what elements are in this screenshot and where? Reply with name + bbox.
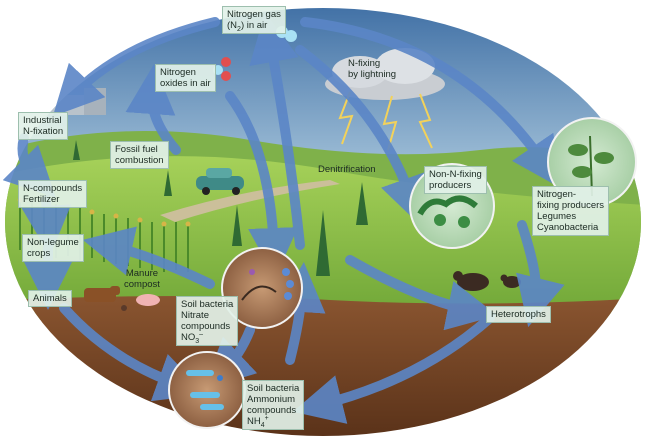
label-soil-bacteria-nitrate: Soil bacteria Nitrate compounds NO3–	[176, 296, 239, 346]
label-n-fixing-lightning: N-fixing by lightning	[348, 58, 396, 80]
label-non-legume-line1: Non-legume	[27, 237, 79, 248]
label-industrial-line2: N-fixation	[23, 126, 64, 137]
label-non-n-fixing-line1: Non-N-fixing	[429, 169, 482, 180]
label-nitrogen-gas: Nitrogen gas (N2) in air	[222, 6, 286, 34]
label-n-fixing-producers-line3: Legumes	[537, 211, 577, 222]
label-fossil-fuel-combustion: Fossil fuel combustion	[110, 141, 169, 169]
soil	[5, 296, 641, 436]
label-lightning-line1: N-fixing	[348, 58, 381, 69]
label-heterotrophs-text: Heterotrophs	[491, 309, 546, 320]
label-ammonium-formula-pre: NH	[247, 416, 261, 427]
label-ammonium-line1: Soil bacteria	[247, 383, 300, 394]
label-non-legume-line2: crops	[27, 248, 51, 259]
label-ammonium-line3: compounds	[247, 405, 297, 416]
label-ammonium-line4: NH4+	[247, 414, 299, 429]
farm-animals-icon	[84, 286, 160, 311]
label-nitrate-line2: Nitrate	[181, 310, 209, 321]
label-non-n-fixing-producers: Non-N-fixing producers	[424, 166, 487, 194]
label-n-compounds-line1: N-compounds	[23, 183, 83, 194]
label-n-fixing-producers-line1: Nitrogen-	[537, 189, 577, 200]
label-nitrogen-oxides-line1: Nitrogen	[160, 67, 196, 78]
label-animals: Animals	[28, 290, 72, 307]
label-non-legume-crops: Non-legume crops	[22, 234, 84, 262]
label-ammonium-formula-sup: +	[264, 414, 269, 422]
label-nitrate-formula-sub: 3	[195, 337, 200, 345]
soil-bacteria-nitrate-inset	[221, 247, 303, 329]
label-lightning-line2: by lightning	[348, 69, 397, 80]
label-nitrogen-oxides-line2: oxides in air	[160, 78, 211, 89]
label-denitrification: Denitrification	[318, 164, 376, 175]
label-soil-bacteria-ammonium: Soil bacteria Ammonium compounds NH4+	[242, 380, 305, 430]
conifer-trees	[73, 140, 368, 276]
label-n-compounds-line2: Fertilizer	[23, 194, 60, 205]
label-n-fixing-producers-line2: fixing producers	[537, 200, 605, 211]
label-nitrate-formula-sup: –	[199, 330, 204, 338]
label-fossil-fuel-line1: Fossil fuel	[115, 144, 158, 155]
label-industrial-n-fixation: Industrial N-fixation	[18, 112, 69, 140]
label-nitrogen-gas-formula-pre: (N	[227, 20, 238, 31]
label-nitrate-line3: compounds	[181, 321, 231, 332]
label-fossil-fuel-line2: combustion	[115, 155, 164, 166]
soil-bacteria-ammonium-inset	[168, 351, 246, 429]
label-nitrate-formula-pre: NO	[181, 332, 196, 343]
cycle-arrows	[2, 12, 565, 424]
car-icon	[196, 168, 244, 195]
label-nitrogen-fixing-producers: Nitrogen- fixing producers Legumes Cyano…	[532, 186, 610, 236]
label-ammonium-formula-sub: 4	[260, 421, 265, 429]
label-denitrification-text: Denitrification	[318, 164, 376, 175]
label-non-n-fixing-line2: producers	[429, 180, 472, 191]
label-nitrogen-gas-formula-sub: 2	[237, 25, 241, 33]
label-nitrate-line4: NO3–	[181, 330, 233, 345]
label-n-compounds-fertilizer: N-compounds Fertilizer	[18, 180, 88, 208]
label-nitrogen-oxides: Nitrogen oxides in air	[155, 64, 216, 92]
label-nitrogen-gas-formula-post: ) in air	[240, 20, 268, 31]
label-n-fixing-producers-line4: Cyanobacteria	[537, 222, 599, 233]
label-manure-compost: Manure compost	[124, 268, 160, 290]
label-industrial-line1: Industrial	[23, 115, 62, 126]
label-animals-text: Animals	[33, 293, 67, 304]
label-nitrogen-gas-line2: (N2) in air	[227, 20, 281, 33]
label-manure-line1: Manure	[125, 268, 159, 279]
label-manure-line2: compost	[124, 279, 160, 290]
label-nitrogen-gas-line1: Nitrogen gas	[227, 9, 281, 20]
label-nitrate-line1: Soil bacteria	[181, 299, 234, 310]
label-ammonium-line2: Ammonium	[247, 394, 296, 405]
label-heterotrophs: Heterotrophs	[486, 306, 551, 323]
